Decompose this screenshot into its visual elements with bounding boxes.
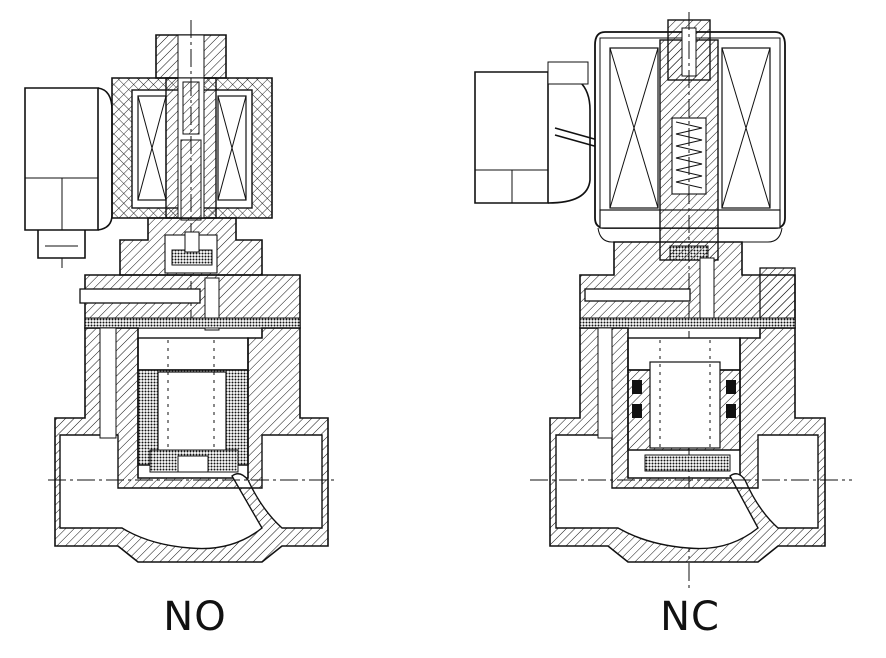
nc-bonnet — [579, 241, 796, 329]
no-piston — [137, 337, 249, 473]
nc-caption: NC — [660, 594, 720, 640]
nc-valve-body — [530, 327, 852, 563]
no-valve-drawing — [24, 20, 335, 563]
no-connector-box — [24, 87, 113, 268]
nc-piston — [627, 337, 741, 472]
no-valve-body — [48, 327, 335, 563]
no-core-tube — [165, 20, 217, 320]
no-bonnet — [119, 217, 263, 276]
nc-connector-box — [474, 61, 606, 204]
nc-valve-drawing — [474, 12, 852, 588]
no-cover — [79, 274, 301, 331]
no-caption: NO — [163, 594, 227, 640]
